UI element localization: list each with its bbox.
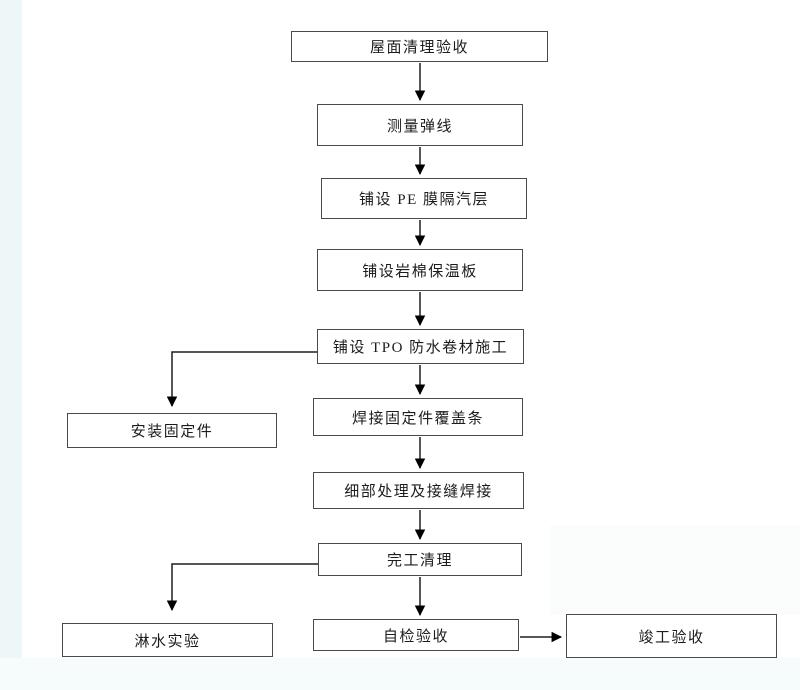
node-lay-pe-film-vapor-barrier: 铺设 PE 膜隔汽层 <box>321 178 527 219</box>
node-completion-cleanup: 完工清理 <box>318 543 522 576</box>
node-final-completion-acceptance: 竣工验收 <box>566 614 777 658</box>
node-install-fasteners: 安装固定件 <box>67 413 277 448</box>
node-water-spray-test: 淋水实验 <box>62 623 273 657</box>
node-self-inspection-acceptance: 自检验收 <box>313 619 519 651</box>
scan-tint-middle <box>550 525 800 615</box>
node-lay-tpo-membrane-construction: 铺设 TPO 防水卷材施工 <box>317 329 524 364</box>
node-roof-cleaning-acceptance: 屋面清理验收 <box>291 31 548 62</box>
node-measure-snap-lines: 测量弹线 <box>317 104 523 146</box>
node-detail-treatment-seam-welding: 细部处理及接缝焊接 <box>313 472 524 509</box>
node-weld-fastener-cover-strip: 焊接固定件覆盖条 <box>313 398 523 436</box>
scan-tint-bottom <box>0 658 800 690</box>
node-lay-rockwool-insulation: 铺设岩棉保温板 <box>317 249 523 291</box>
connector-tpo-to-fasteners-branch <box>166 351 317 408</box>
connector-cleanup-to-watertest-branch <box>166 563 318 612</box>
scan-tint-left <box>0 0 22 690</box>
